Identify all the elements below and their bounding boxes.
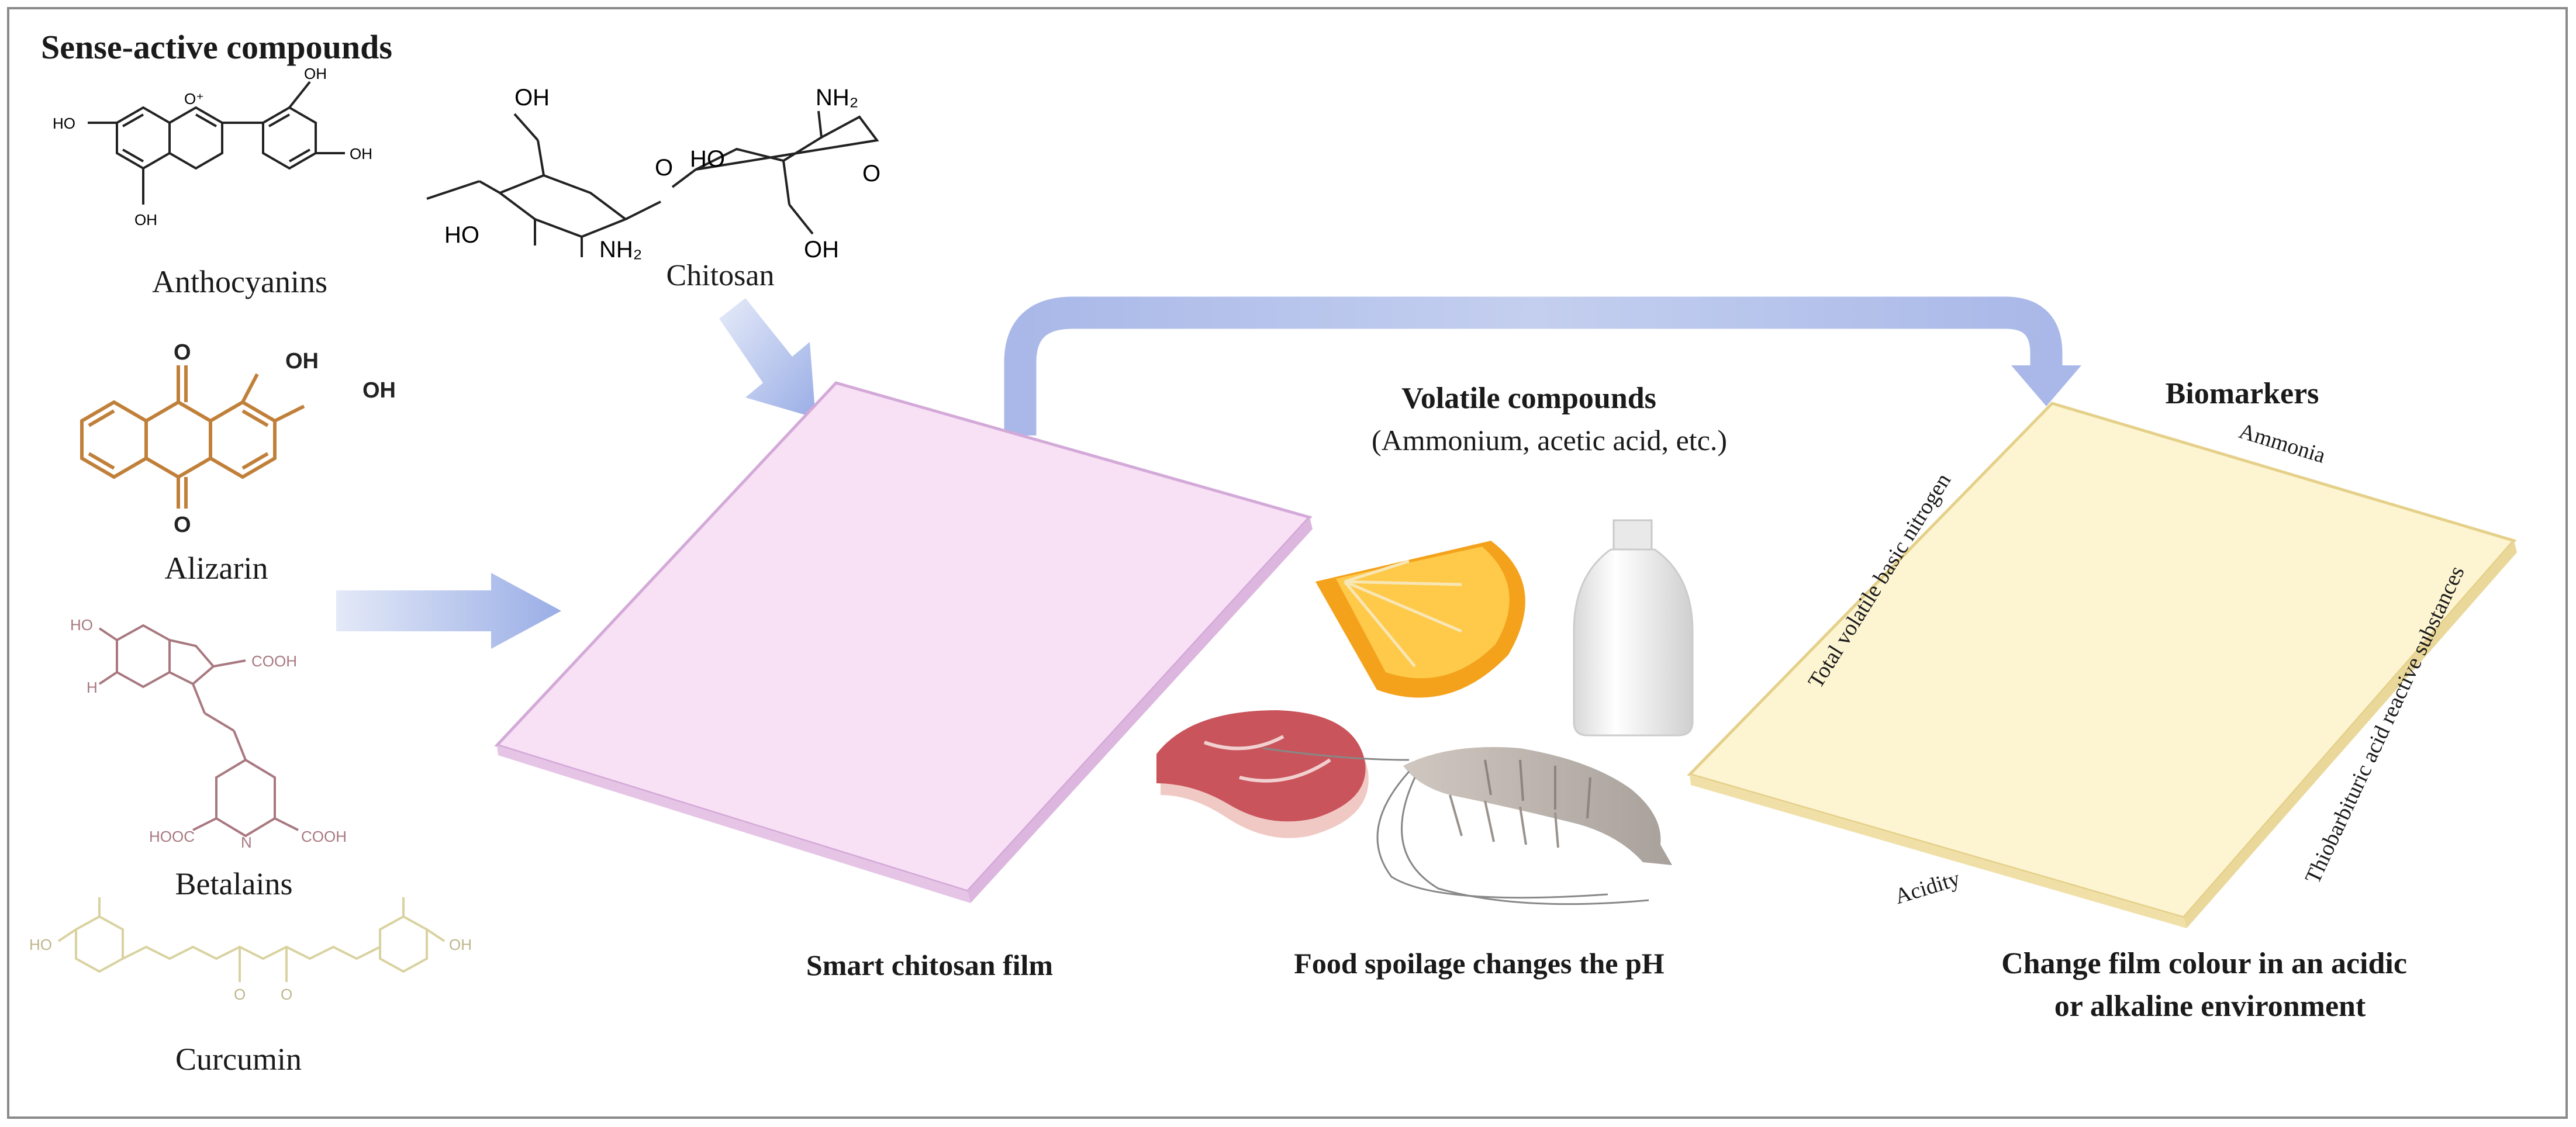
arrow-film-to-biomarkers	[1004, 296, 2063, 435]
chitosan-o-2: O	[862, 161, 880, 186]
anthocyanins-ho-1: HO	[53, 115, 75, 132]
curcumin-o-1: O	[234, 986, 246, 1003]
label-alizarin: Alizarin	[165, 551, 268, 586]
steak-icon	[1156, 710, 1369, 838]
biomarkers-film-edge	[2184, 541, 2517, 928]
chitosan-structure	[426, 110, 879, 257]
betalains-cooh-1: COOH	[251, 652, 297, 670]
betalains-h: H	[87, 679, 98, 696]
chitosan-ho-2: HO	[690, 146, 725, 172]
milk-bottle-icon	[1573, 519, 1694, 737]
label-change-line1: Change film colour in an acidic	[2001, 947, 2407, 980]
label-volatile-sub: (Ammonium, acetic acid, etc.)	[1372, 424, 1727, 457]
label-curcumin: Curcumin	[175, 1042, 302, 1077]
chitosan-oh-1: OH	[514, 85, 550, 110]
smart-chitosan-film-edge-bottom	[497, 745, 971, 903]
label-chitosan: Chitosan	[667, 259, 775, 292]
arrow-compounds-to-film	[336, 573, 561, 649]
arrow-chitosan-to-film	[719, 298, 816, 418]
anthocyanins-structure	[88, 81, 345, 205]
anthocyanins-oh-3: OH	[350, 145, 372, 163]
curcumin-ho: HO	[29, 936, 52, 953]
shrimp-icon	[1262, 747, 1672, 905]
betalains-cooh-2: COOH	[301, 828, 347, 845]
chitosan-nh2-2: NH₂	[816, 85, 858, 110]
label-volatile-title: Volatile compounds	[1401, 382, 1656, 415]
alizarin-o-1: O	[174, 340, 191, 365]
biomarkers-film-edge-bottom	[1690, 775, 2187, 928]
curcumin-o-2: O	[281, 986, 292, 1003]
label-biomarkers: Biomarkers	[2166, 377, 2319, 410]
header-sense-active: Sense-active compounds	[41, 28, 392, 66]
label-smart-film: Smart chitosan film	[806, 949, 1053, 981]
anthocyanins-oh-2: OH	[304, 65, 327, 82]
betalains-ho: HO	[70, 616, 93, 634]
label-food-spoilage: Food spoilage changes the pH	[1294, 947, 1665, 980]
label-change-line2: or alkaline environment	[2054, 990, 2366, 1023]
chitosan-ho-1: HO	[444, 222, 479, 248]
alizarin-oh-1: OH	[285, 349, 319, 374]
label-anthocyanins: Anthocyanins	[152, 264, 327, 299]
alizarin-o-2: O	[174, 513, 191, 537]
orange-slice-icon	[1315, 541, 1525, 698]
chitosan-o-1: O	[655, 155, 673, 181]
arrow-film-to-biomarkers-head	[2011, 365, 2081, 406]
betalains-structure	[98, 624, 299, 838]
alizarin-structure	[80, 365, 305, 509]
curcumin-oh: OH	[449, 936, 472, 953]
betalains-hooc: HOOC	[149, 828, 195, 845]
chitosan-nh2-1: NH₂	[599, 237, 642, 262]
alizarin-oh-2: OH	[362, 378, 396, 403]
label-betalains: Betalains	[175, 866, 293, 901]
smart-chitosan-film-edge	[968, 517, 1313, 903]
curcumin-structure	[57, 897, 446, 982]
anthocyanins-oh-1: OH	[134, 211, 157, 229]
anthocyanins-o-plus: O⁺	[184, 90, 204, 108]
betalains-n: N	[241, 834, 252, 851]
chitosan-oh-2: OH	[804, 237, 839, 262]
